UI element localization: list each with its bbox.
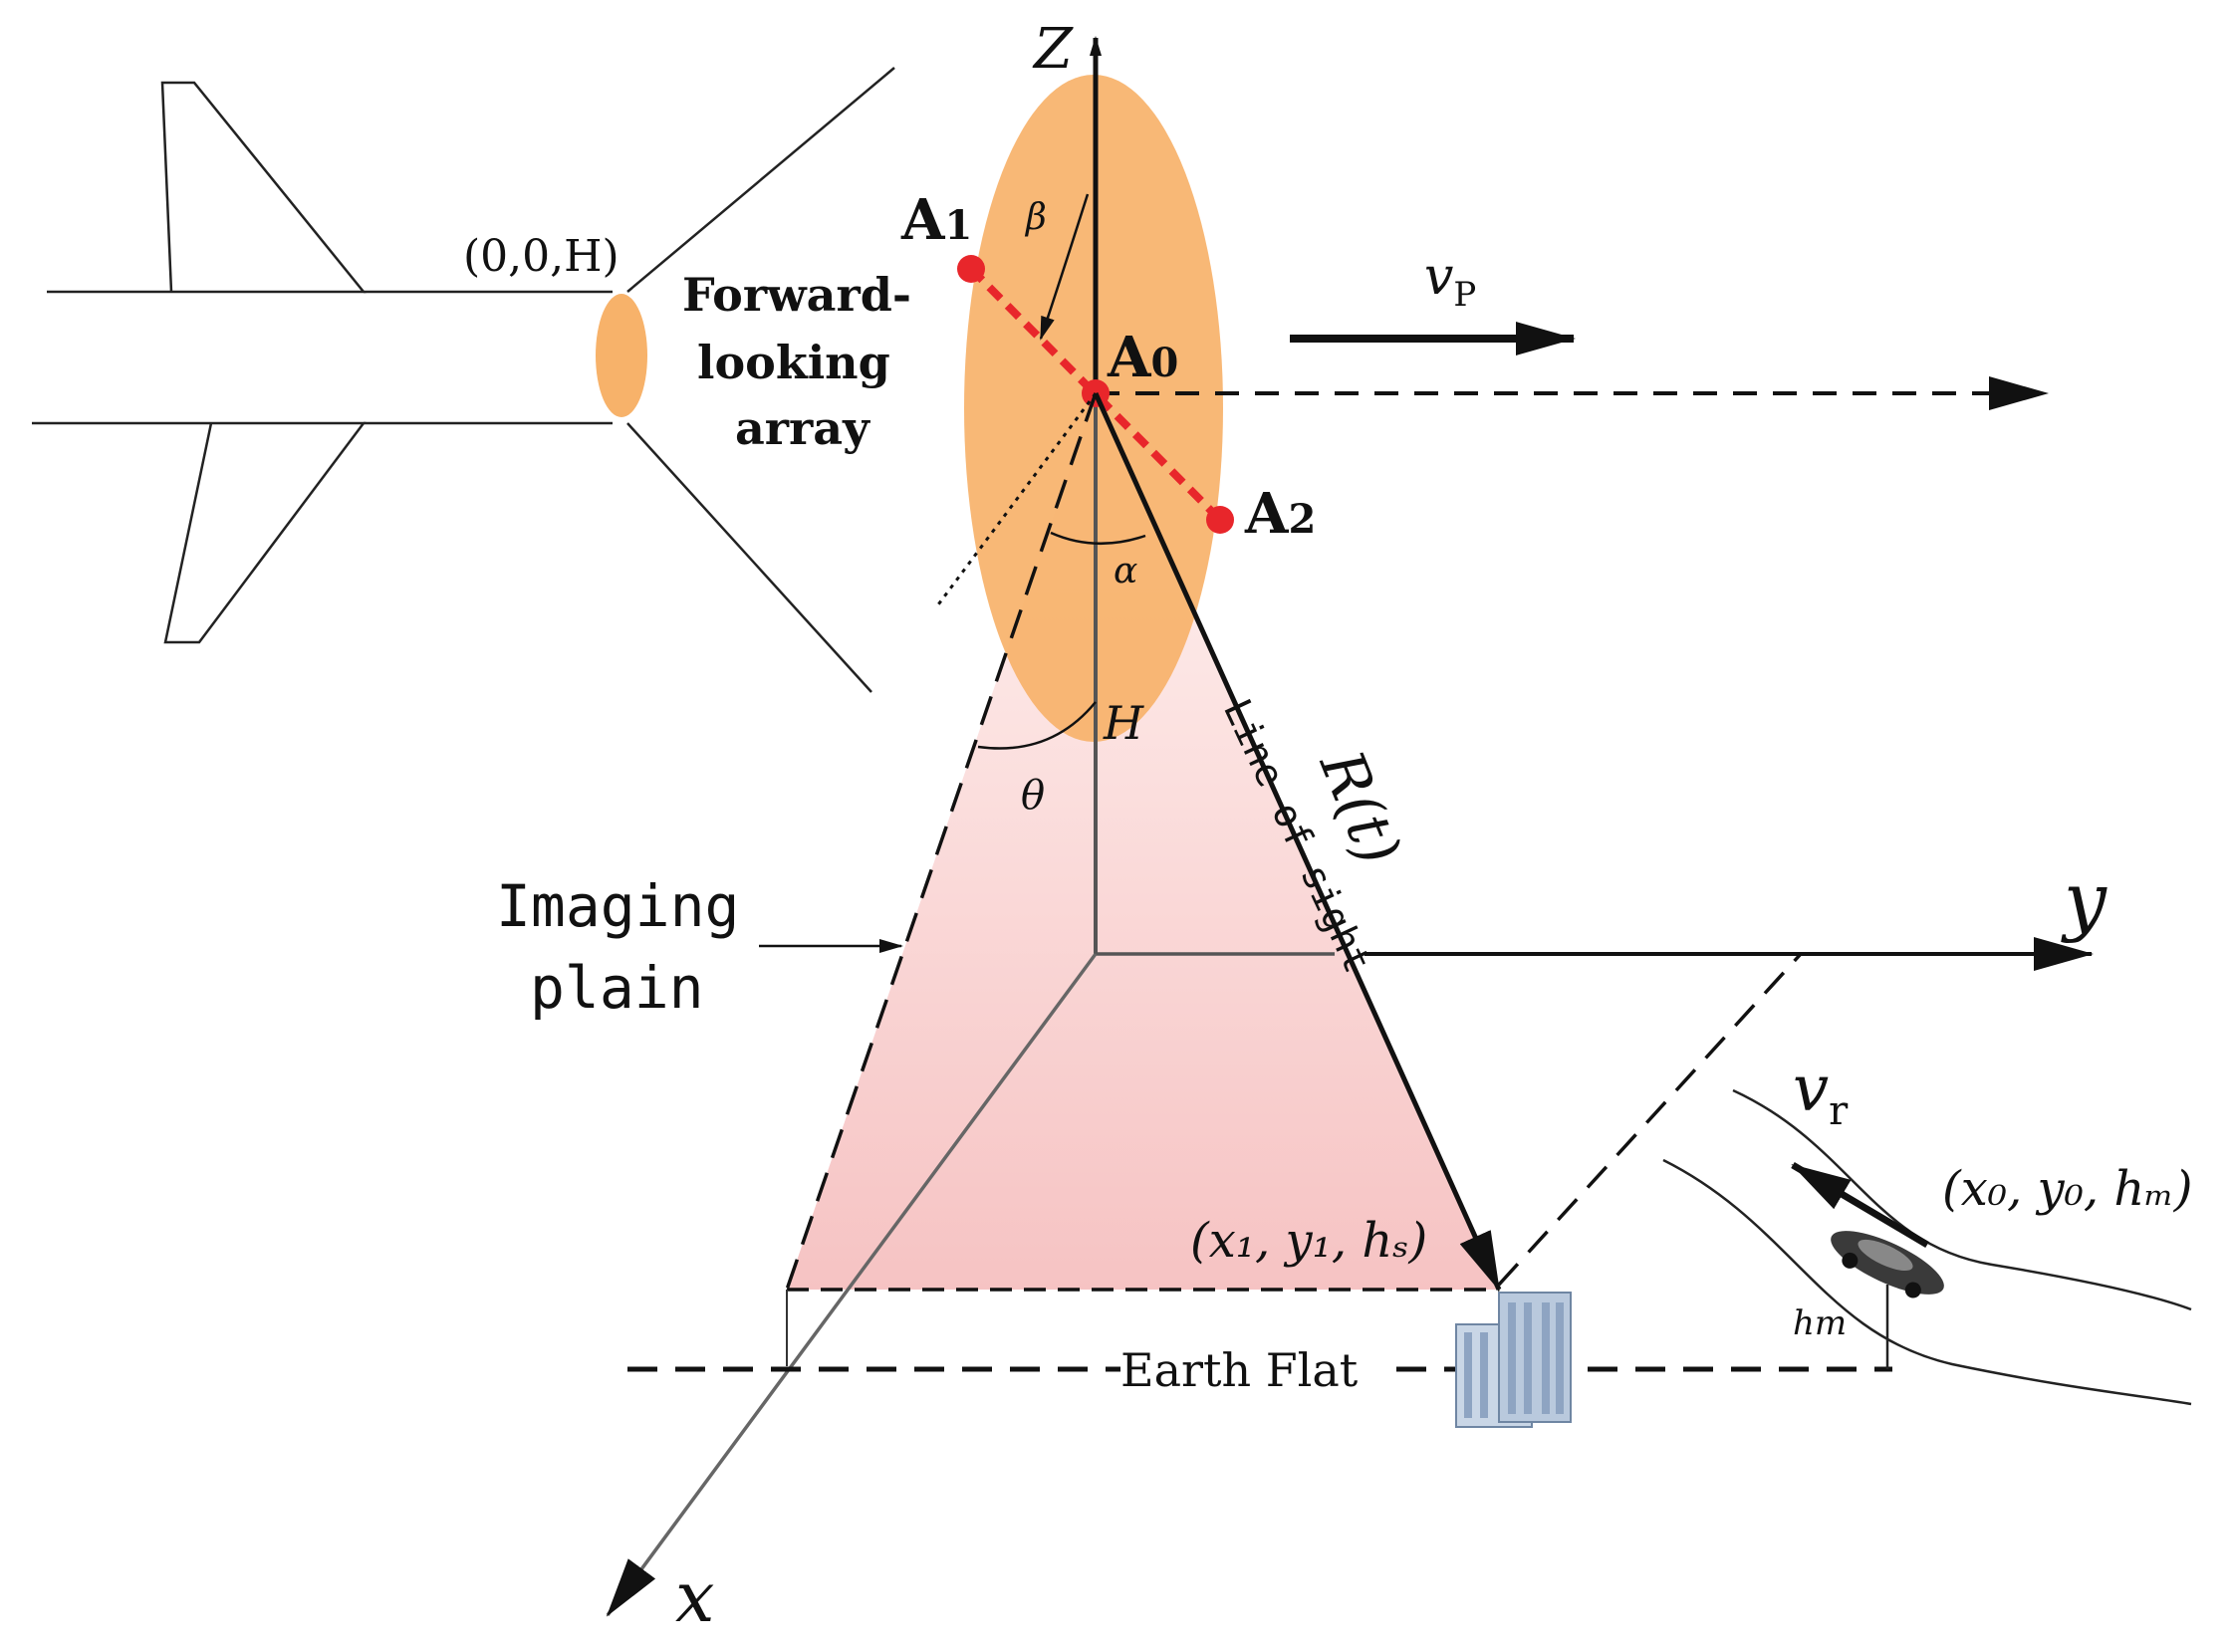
earth-flat-label: Earth Flat [1120,1343,1359,1397]
a2-label: A2 [1244,481,1316,547]
line-of-sight [1093,391,1502,1292]
vr-label: vr [1793,1053,1849,1134]
array-baseline [968,266,1223,523]
beta-arc [1039,193,1090,341]
y-axis-label: y [2061,855,2108,944]
imaging-plain-area [787,393,1499,1290]
road-lower-edge [1662,1158,2192,1406]
dotted-beam-edge [934,392,1098,608]
x-axis [606,952,1098,1617]
vp-label: vP [1424,247,1476,315]
array-point-a2 [1206,506,1234,534]
road-upper-edge [1732,1088,2192,1311]
hm-label: hm [1793,1303,1847,1343]
array-point-a1 [957,255,985,283]
target-projection [1497,952,1803,1287]
nose-coordinate-label: (0,0,H) [463,231,620,282]
theta-label: θ [1021,773,1045,819]
imaging-plain-left-edge [785,392,1098,1291]
beta-label: β [1024,197,1047,238]
velocity-vr-arrow [1791,1161,1929,1249]
aircraft-outline [32,67,895,693]
forward-looking-array-aperture [596,294,647,417]
theta-arc [977,701,1097,750]
alpha-label: α [1114,551,1137,591]
imaging-plain-label-line2: plain [530,954,704,1022]
z-axis-label: Z [1032,17,1074,82]
a1-label: A1 [900,187,972,253]
array-label-line2: looking [697,336,890,389]
alpha-arc [1050,531,1146,545]
imaging-plain-label-line1: Imaging [496,872,739,940]
array-label-line1: Forward- [682,268,911,322]
target1-coordinate-label: (x₁, y₁, hₛ) [1190,1213,1427,1269]
building-icon [1455,1292,1572,1428]
array-label-line3: array [735,401,870,455]
a0-label: A0 [1107,325,1178,390]
target2-coordinate-label: (x₀, y₀, hₘ) [1942,1161,2193,1217]
moving-car-icon [1831,1231,1944,1298]
x-axis-label: x [675,1556,714,1638]
height-label: H [1103,696,1144,750]
